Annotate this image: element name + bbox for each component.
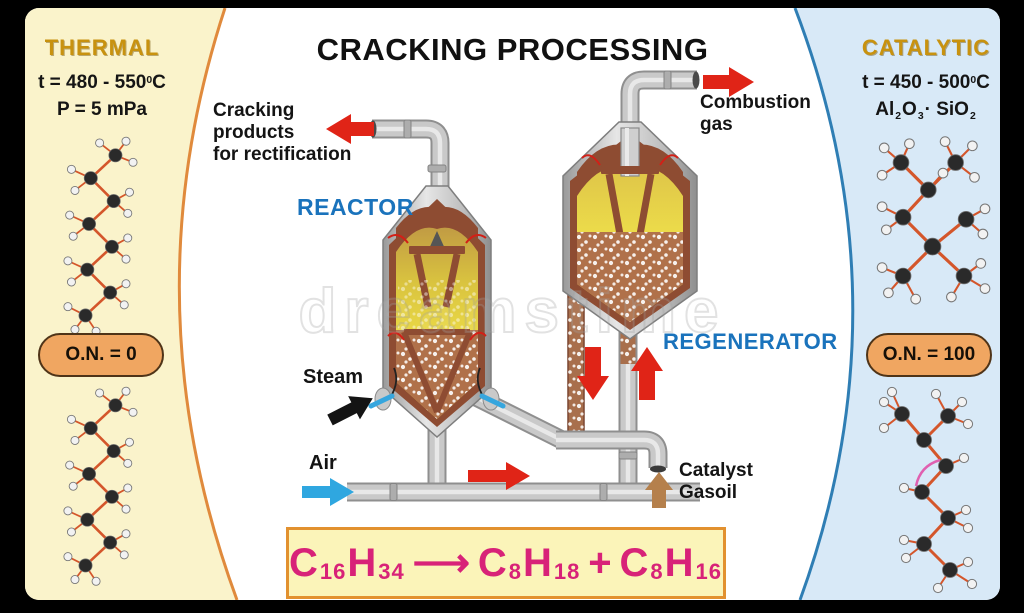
combustion-gas-arrow xyxy=(703,67,754,97)
connector-pipe xyxy=(556,430,668,468)
catalyst-formula: Al2O3· SiO2 xyxy=(875,98,976,122)
reaction-arrow: ⟶ xyxy=(412,541,471,585)
combustion-gas-label: Combustion gas xyxy=(700,92,811,136)
thermal-panel: THERMAL t = 480 - 5500C P = 5 mPa xyxy=(27,35,177,123)
thermal-panel-background xyxy=(25,8,237,600)
regenerator-label: REGENERATOR xyxy=(663,329,838,354)
catalyst-gasoil-label: Catalyst Gasoil xyxy=(679,460,753,504)
steam-arrow xyxy=(327,396,373,426)
process-diagram-illustration xyxy=(25,8,1000,600)
page-title: CRACKING PROCESSING xyxy=(316,32,709,67)
catalyst-up-arrow xyxy=(631,347,663,400)
combustion-gas-pipe xyxy=(620,70,697,132)
catalyst-gasoil-arrow xyxy=(645,472,673,508)
reactor-label: REACTOR xyxy=(297,194,414,220)
octane-number-badge-catalytic: O.N. = 100 xyxy=(866,333,992,377)
cracking-products-label: Cracking products for rectification xyxy=(213,100,352,166)
catalytic-panel-arc xyxy=(793,8,855,600)
catalytic-heading: CATALYTIC xyxy=(861,35,991,60)
air-label: Air xyxy=(309,452,337,474)
thermal-pressure: P = 5 mPa xyxy=(57,98,147,120)
octane-number-badge-thermal: O.N. = 0 xyxy=(38,333,164,377)
thermal-conditions: t = 480 - 5500C P = 5 mPa xyxy=(27,70,177,123)
steam-label: Steam xyxy=(303,366,364,388)
regenerator-vessel xyxy=(562,121,698,340)
thermal-heading: THERMAL xyxy=(44,35,160,60)
catalyst-down-arrow xyxy=(577,347,609,400)
catalytic-conditions: t = 450 - 5000C Al2O3· SiO2 xyxy=(853,70,999,123)
catalytic-panel: CATALYTIC t = 450 - 5000C Al2O3· SiO2 xyxy=(853,35,999,123)
catalytic-panel-background xyxy=(795,8,1000,600)
steam-nozzle xyxy=(479,387,506,411)
air-inlet-arrow xyxy=(302,478,354,506)
steam-nozzle xyxy=(368,387,395,411)
cracking-products-pipe xyxy=(372,119,450,196)
diagram-card: dreamstime CRACKING PROCESSING THERMAL t… xyxy=(25,8,1000,600)
thermal-panel-arc xyxy=(177,8,239,600)
cracking-products-arrow xyxy=(326,114,374,144)
reactor-vessel xyxy=(368,185,506,439)
air-flow-arrow xyxy=(468,462,530,490)
